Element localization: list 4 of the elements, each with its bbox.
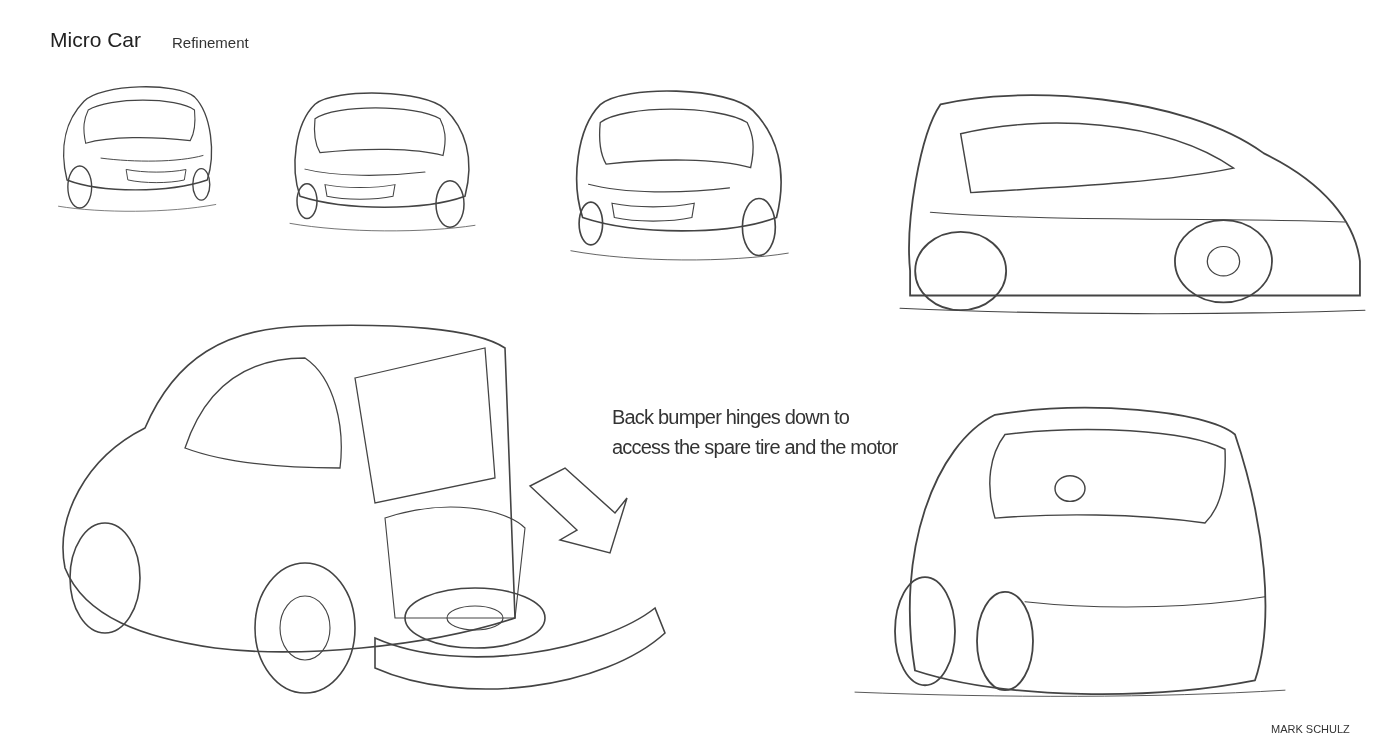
note-text: Back bumper hinges down to access the spare tire and the motor (612, 405, 899, 460)
title: Micro Car (50, 28, 141, 52)
subtitle: Refinement (172, 34, 249, 51)
signature: MARK SCHULZ (1271, 723, 1350, 735)
